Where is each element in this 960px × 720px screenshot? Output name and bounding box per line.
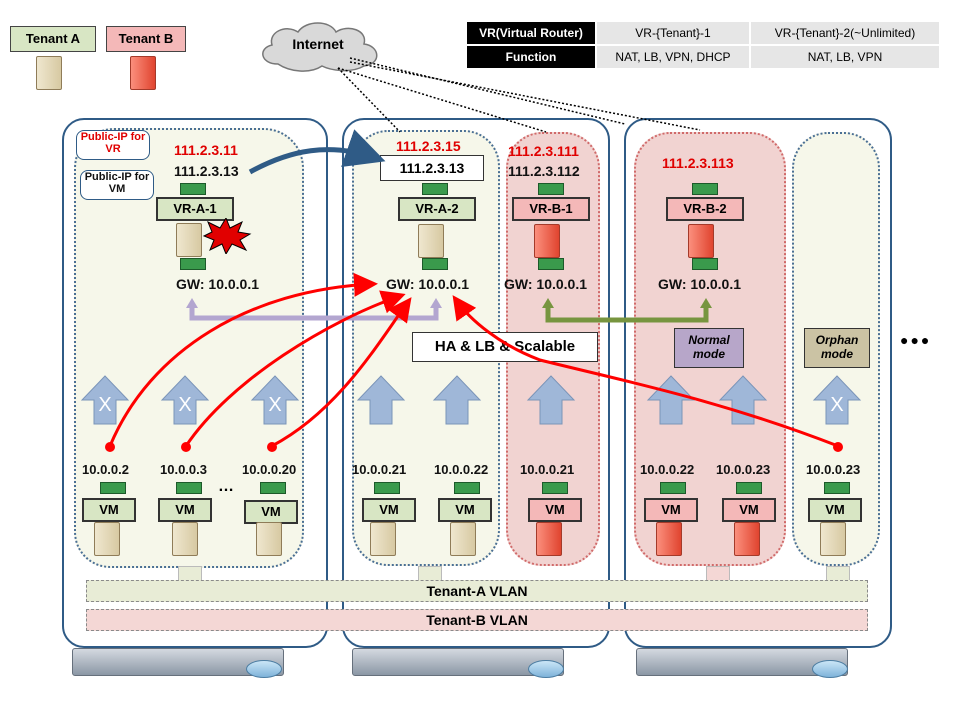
- host1-vr-public-ip: 111.2.3.11: [174, 142, 238, 158]
- legend-tenant-a: Tenant A: [10, 26, 96, 52]
- host1-disk-icon: [246, 660, 282, 678]
- host3-vm1-label: VM: [644, 498, 698, 522]
- host2-vm1-nic-icon: [374, 482, 400, 494]
- host2-gateway-a: GW: 10.0.0.1: [386, 276, 470, 292]
- host2-gw-b-nic-icon: [538, 258, 564, 270]
- table-header-vr: VR(Virtual Router): [465, 20, 597, 46]
- host1-vm1-nic-icon: [100, 482, 126, 494]
- vr-function-table: VR(Virtual Router) VR-{Tenant}-1 VR-{Ten…: [465, 20, 941, 70]
- host2-up-arrow-2: [432, 375, 482, 425]
- host1-vr-nic-icon: [180, 183, 206, 195]
- host3-vm2-ip: 10.0.0.23: [716, 462, 771, 477]
- host2-vm2-nic-icon: [454, 482, 480, 494]
- host3-vm1-nic-icon: [660, 482, 686, 494]
- host1-vm3-ip: 10.0.0.20: [242, 462, 297, 477]
- host2-gateway-b: GW: 10.0.0.1: [504, 276, 588, 292]
- host3-vm1-server-icon: [656, 522, 682, 556]
- host1-vm2-ip: 10.0.0.3: [160, 462, 207, 477]
- host2-vr-b-server-icon: [534, 224, 560, 258]
- host3-vr-b-nic-icon: [692, 183, 718, 195]
- host3-vm3-nic-icon: [824, 482, 850, 494]
- host2-vm-b-public-ip: 111.2.3.112: [508, 163, 580, 179]
- host1-vm-public-ip: 111.2.3.13: [174, 163, 239, 179]
- host1-vm3-label: VM: [244, 500, 298, 524]
- host2-vr-a-server-icon: [418, 224, 444, 258]
- host2-disk-icon: [528, 660, 564, 678]
- table-function-col1: NAT, LB, VPN, DHCP: [595, 44, 751, 70]
- host1-x-mark-3: X: [268, 394, 282, 416]
- host2-gw-a-nic-icon: [422, 258, 448, 270]
- host1-vm3-nic-icon: [260, 482, 286, 494]
- host2-vm3-nic-icon: [542, 482, 568, 494]
- host2-vm3-server-icon: [536, 522, 562, 556]
- host1-vm2-label: VM: [158, 498, 212, 522]
- host3-vm1-ip: 10.0.0.22: [640, 462, 695, 477]
- host1-vm2-nic-icon: [176, 482, 202, 494]
- normal-mode-badge: Normal mode: [674, 328, 744, 368]
- callout-public-ip-vr: Public-IP for VR: [76, 130, 150, 160]
- host3-gw-b-nic-icon: [692, 258, 718, 270]
- host3-disk-icon: [812, 660, 848, 678]
- ha-lb-scalable-label: HA & LB & Scalable: [412, 332, 598, 362]
- host3-up-arrow-2: [718, 375, 768, 425]
- host1-vr-server-icon: [176, 223, 202, 257]
- host2-vr-b-public-ip: 111.2.3.111: [508, 143, 579, 159]
- host2-vr-a-nic-icon: [422, 183, 448, 195]
- table-function-col2: NAT, LB, VPN: [749, 44, 941, 70]
- host1-vm1-ip: 10.0.0.2: [82, 462, 129, 477]
- legend-tenant-a-server-icon: [36, 56, 62, 90]
- host1-gateway: GW: 10.0.0.1: [176, 276, 260, 292]
- failure-burst-icon: [202, 218, 252, 254]
- host2-vm1-ip: 10.0.0.21: [352, 462, 407, 477]
- host2-vr-b-1-label: VR-B-1: [512, 197, 590, 221]
- host1-vm2-server-icon: [172, 522, 198, 556]
- host3-up-arrow-1: [646, 375, 696, 425]
- host2-vm2-label: VM: [438, 498, 492, 522]
- tenant-b-vlan-bar: Tenant-B VLAN: [86, 609, 868, 631]
- host3-vr-b-server-icon: [688, 224, 714, 258]
- host2-vm3-label: VM: [528, 498, 582, 522]
- host2-vm1-server-icon: [370, 522, 396, 556]
- host2-up-arrow-3: [526, 375, 576, 425]
- host3-vm3-label: VM: [808, 498, 862, 522]
- callout-public-ip-vm: Public-IP for VM: [80, 170, 154, 200]
- internet-cloud-icon: [262, 22, 378, 72]
- orphan-mode-badge: Orphan mode: [804, 328, 870, 368]
- host3-vr-b-2-label: VR-B-2: [666, 197, 744, 221]
- host2-vr-b-nic-icon: [538, 183, 564, 195]
- host1-gw-nic-icon: [180, 258, 206, 270]
- tenant-a-vlan-bar: Tenant-A VLAN: [86, 580, 868, 602]
- host2-vm3-ip: 10.0.0.21: [520, 462, 575, 477]
- host2-vr-a-2-label: VR-A-2: [398, 197, 476, 221]
- host3-x-mark: X: [830, 394, 844, 416]
- host3-vm3-ip: 10.0.0.23: [806, 462, 861, 477]
- host2-vm-a-public-ip-box: 111.2.3.13: [380, 155, 484, 181]
- internet-label: Internet: [292, 36, 344, 52]
- host1-rack-server-icon: [72, 648, 284, 676]
- host2-vm2-server-icon: [450, 522, 476, 556]
- table-header-function: Function: [465, 44, 597, 70]
- more-hosts-ellipsis: ●●●: [900, 332, 932, 348]
- host1-vr-a-1-label: VR-A-1: [156, 197, 234, 221]
- host3-gateway-b: GW: 10.0.0.1: [658, 276, 742, 292]
- host1-vm-ellipsis: …: [218, 478, 234, 495]
- host2-vr-a-public-ip: 111.2.3.15: [396, 138, 461, 154]
- table-vr-col2: VR-{Tenant}-2(~Unlimited): [749, 20, 941, 46]
- host3-vr-b-public-ip: 111.2.3.113: [662, 155, 734, 171]
- host1-vm1-label: VM: [82, 498, 136, 522]
- legend-tenant-b-server-icon: [130, 56, 156, 90]
- host2-up-arrow-1: [356, 375, 406, 425]
- host1-vm1-server-icon: [94, 522, 120, 556]
- host3-vm2-server-icon: [734, 522, 760, 556]
- host2-vm1-label: VM: [362, 498, 416, 522]
- table-vr-col1: VR-{Tenant}-1: [595, 20, 751, 46]
- host3-vm2-nic-icon: [736, 482, 762, 494]
- host1-vm3-server-icon: [256, 522, 282, 556]
- host2-vm2-ip: 10.0.0.22: [434, 462, 489, 477]
- legend-tenant-b: Tenant B: [106, 26, 186, 52]
- host1-x-mark-1: X: [98, 394, 112, 416]
- host3-vm3-server-icon: [820, 522, 846, 556]
- host1-x-mark-2: X: [178, 394, 192, 416]
- host3-vm2-label: VM: [722, 498, 776, 522]
